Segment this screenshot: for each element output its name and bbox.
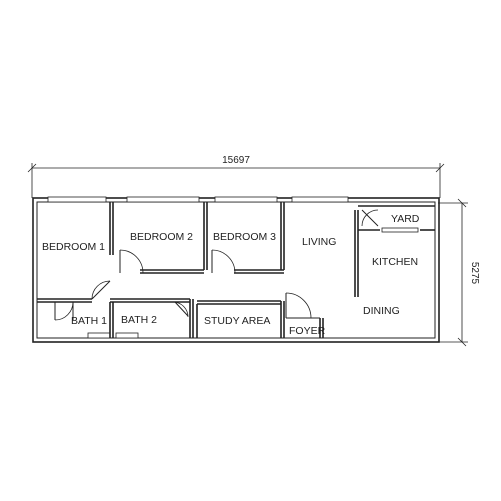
depth-dimension: 5275 [438,198,480,347]
doors [54,209,379,321]
label-living: LIVING [302,236,336,248]
depth-dimension-label: 5275 [469,262,480,285]
window-bath-1 [87,332,111,339]
label-bedroom-3: BEDROOM 3 [213,231,276,243]
width-dimension: 15697 [27,155,445,198]
label-yard: YARD [391,213,420,225]
window-yard [381,227,419,233]
label-dining: DINING [363,305,400,317]
label-bath-1: BATH 1 [71,315,107,327]
room-labels: BEDROOM 1 BEDROOM 2 BEDROOM 3 LIVING YAR… [42,213,420,337]
label-kitchen: KITCHEN [372,256,418,268]
label-foyer: FOYER [289,325,326,337]
door-yard [361,209,379,227]
width-dimension-label: 15697 [222,155,250,166]
label-bath-2: BATH 2 [121,314,157,326]
window-bath-2 [115,332,139,339]
label-bedroom-1: BEDROOM 1 [42,241,105,253]
door-bedroom-1 [91,280,111,300]
label-study-area: STUDY AREA [204,315,270,327]
door-bath-1 [54,301,74,321]
window-living [291,196,349,203]
window-bedroom-1 [47,196,107,203]
door-main-entrance [285,292,320,319]
interior-walls [37,202,435,338]
door-bedroom-3 [211,249,236,274]
label-bedroom-2: BEDROOM 2 [130,231,193,243]
window-bedroom-3 [214,196,278,203]
windows [47,196,419,339]
door-bedroom-2 [119,249,144,274]
window-bedroom-2 [126,196,200,203]
door-bath-2 [172,301,189,318]
